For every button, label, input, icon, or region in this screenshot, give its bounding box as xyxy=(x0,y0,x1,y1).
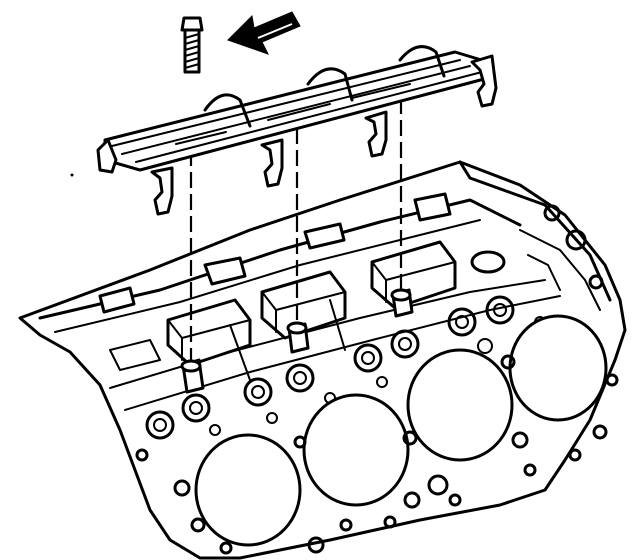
valve-springs xyxy=(145,295,546,440)
bolt-icon xyxy=(180,16,204,74)
assembly-lines xyxy=(189,98,403,360)
pushrod-guides xyxy=(180,288,414,394)
direction-arrow-icon xyxy=(227,11,301,55)
rocker-pedestals xyxy=(98,192,506,381)
stray-dot xyxy=(70,173,74,177)
guide-bracket xyxy=(96,45,498,216)
gasket-surface xyxy=(135,314,619,555)
